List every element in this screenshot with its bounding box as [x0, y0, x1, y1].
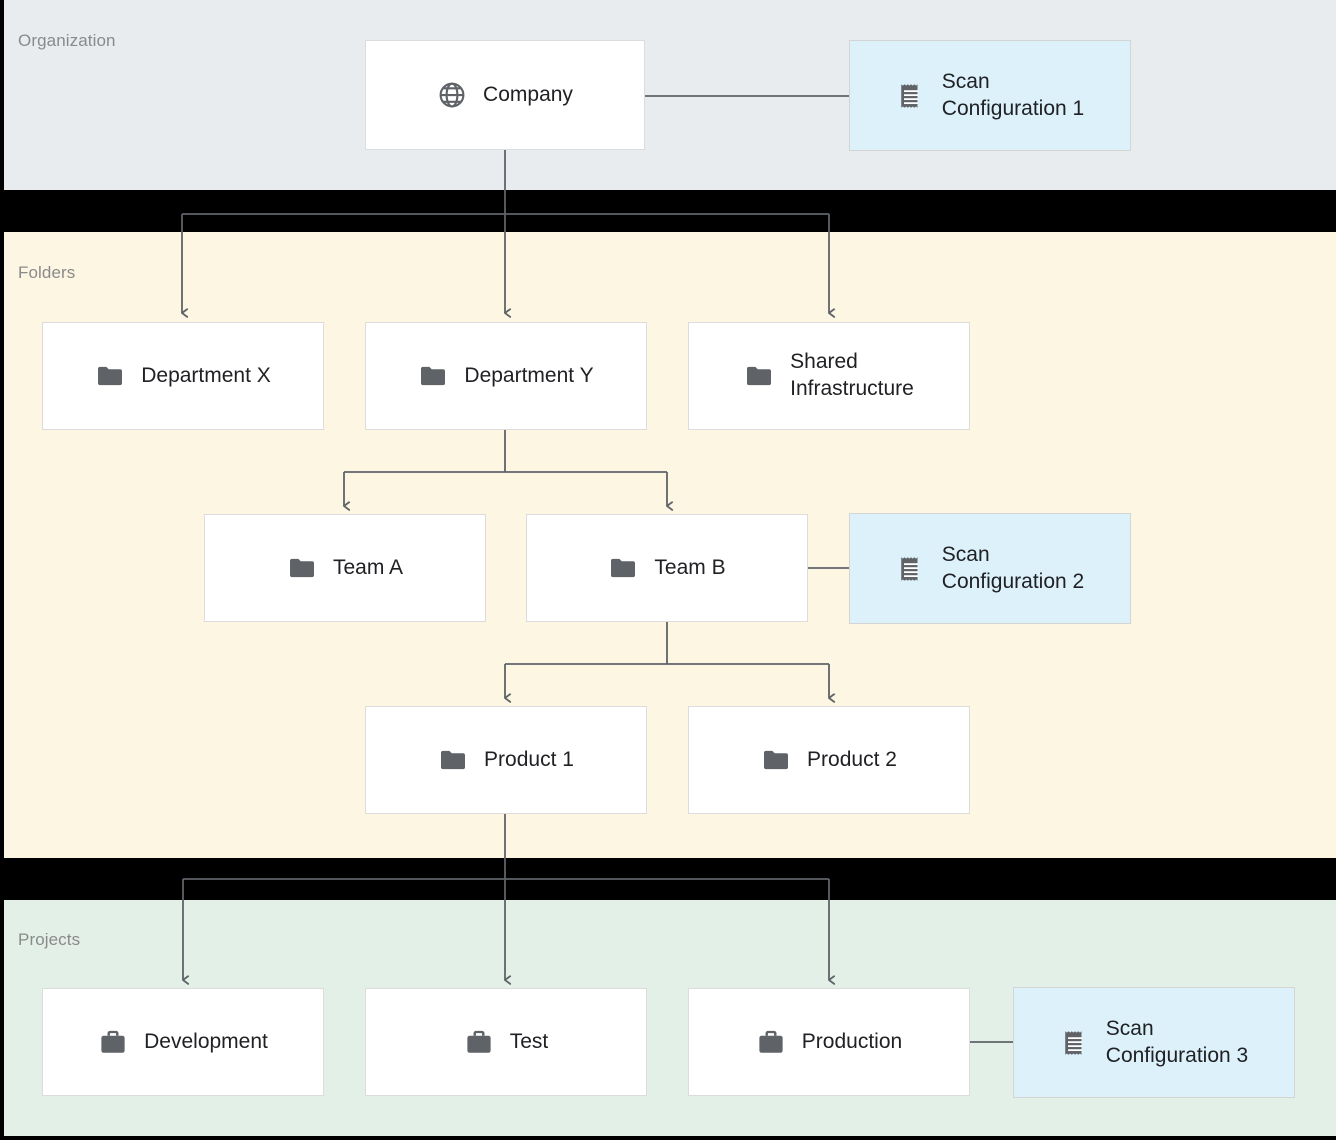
node-product-1[interactable]: Product 1 [365, 706, 647, 814]
briefcase-icon [467, 1030, 491, 1053]
node-scan-configuration-1[interactable]: Scan Configuration 1 [849, 40, 1131, 151]
node-label: Scan Configuration 1 [941, 69, 1085, 120]
briefcase-icon [101, 1030, 125, 1053]
node-department-y[interactable]: Department Y [365, 322, 647, 430]
node-label: Production [801, 1029, 903, 1053]
node-label: Product 1 [484, 747, 574, 771]
node-label: Company [483, 82, 573, 106]
node-label: Test [509, 1029, 549, 1053]
folder-icon [98, 366, 123, 386]
node-development[interactable]: Development [42, 988, 324, 1096]
node-label: Shared Infrastructure [790, 350, 914, 400]
node-label: Scan Configuration 2 [941, 542, 1085, 593]
folder-icon [289, 558, 314, 578]
section-band-organization [4, 0, 1336, 190]
section-label-projects: Projects [18, 930, 81, 949]
node-label: Team A [332, 555, 404, 579]
node-team-b[interactable]: Team B [526, 514, 808, 622]
node-label: Department X [141, 363, 271, 387]
node-department-x[interactable]: Department X [42, 322, 324, 430]
node-scan-configuration-3[interactable]: Scan Configuration 3 [1013, 987, 1295, 1098]
node-test[interactable]: Test [365, 988, 647, 1096]
node-label: Team B [654, 555, 726, 579]
section-label-folders: Folders [18, 263, 76, 282]
receipt-icon [1065, 1030, 1082, 1055]
node-label: Development [144, 1029, 268, 1053]
globe-icon [439, 82, 465, 108]
node-label: Product 2 [807, 747, 897, 771]
node-company[interactable]: Company [365, 40, 645, 150]
folder-icon [747, 366, 772, 386]
node-team-a[interactable]: Team A [204, 514, 486, 622]
briefcase-icon [759, 1030, 783, 1053]
receipt-icon [901, 83, 918, 108]
folder-icon [421, 366, 446, 386]
node-product-2[interactable]: Product 2 [688, 706, 970, 814]
section-label-organization: Organization [18, 31, 116, 50]
receipt-icon [901, 556, 918, 581]
node-scan-configuration-2[interactable]: Scan Configuration 2 [849, 513, 1131, 624]
folder-icon [764, 750, 789, 770]
node-production[interactable]: Production [688, 988, 970, 1096]
node-label: Department Y [464, 363, 594, 387]
node-label: Scan Configuration 3 [1105, 1016, 1249, 1067]
folder-icon [441, 750, 466, 770]
node-shared-infrastructure[interactable]: Shared Infrastructure [688, 322, 970, 430]
folder-icon [611, 558, 636, 578]
